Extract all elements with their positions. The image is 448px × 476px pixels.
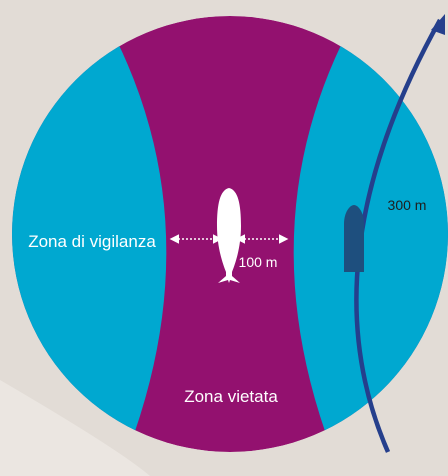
prohibited-zone-label: Zona vietata [184,387,278,406]
vigilance-zone-label: Zona di vigilanza [28,232,156,251]
arrow-up-icon [431,14,445,35]
whale-icon [217,188,241,283]
boat-icon [344,205,364,272]
inner-distance-label: 100 m [239,254,278,270]
outer-distance-label: 300 m [388,197,427,213]
right-vigilance-zone [293,16,448,452]
background-light-band [0,380,150,476]
